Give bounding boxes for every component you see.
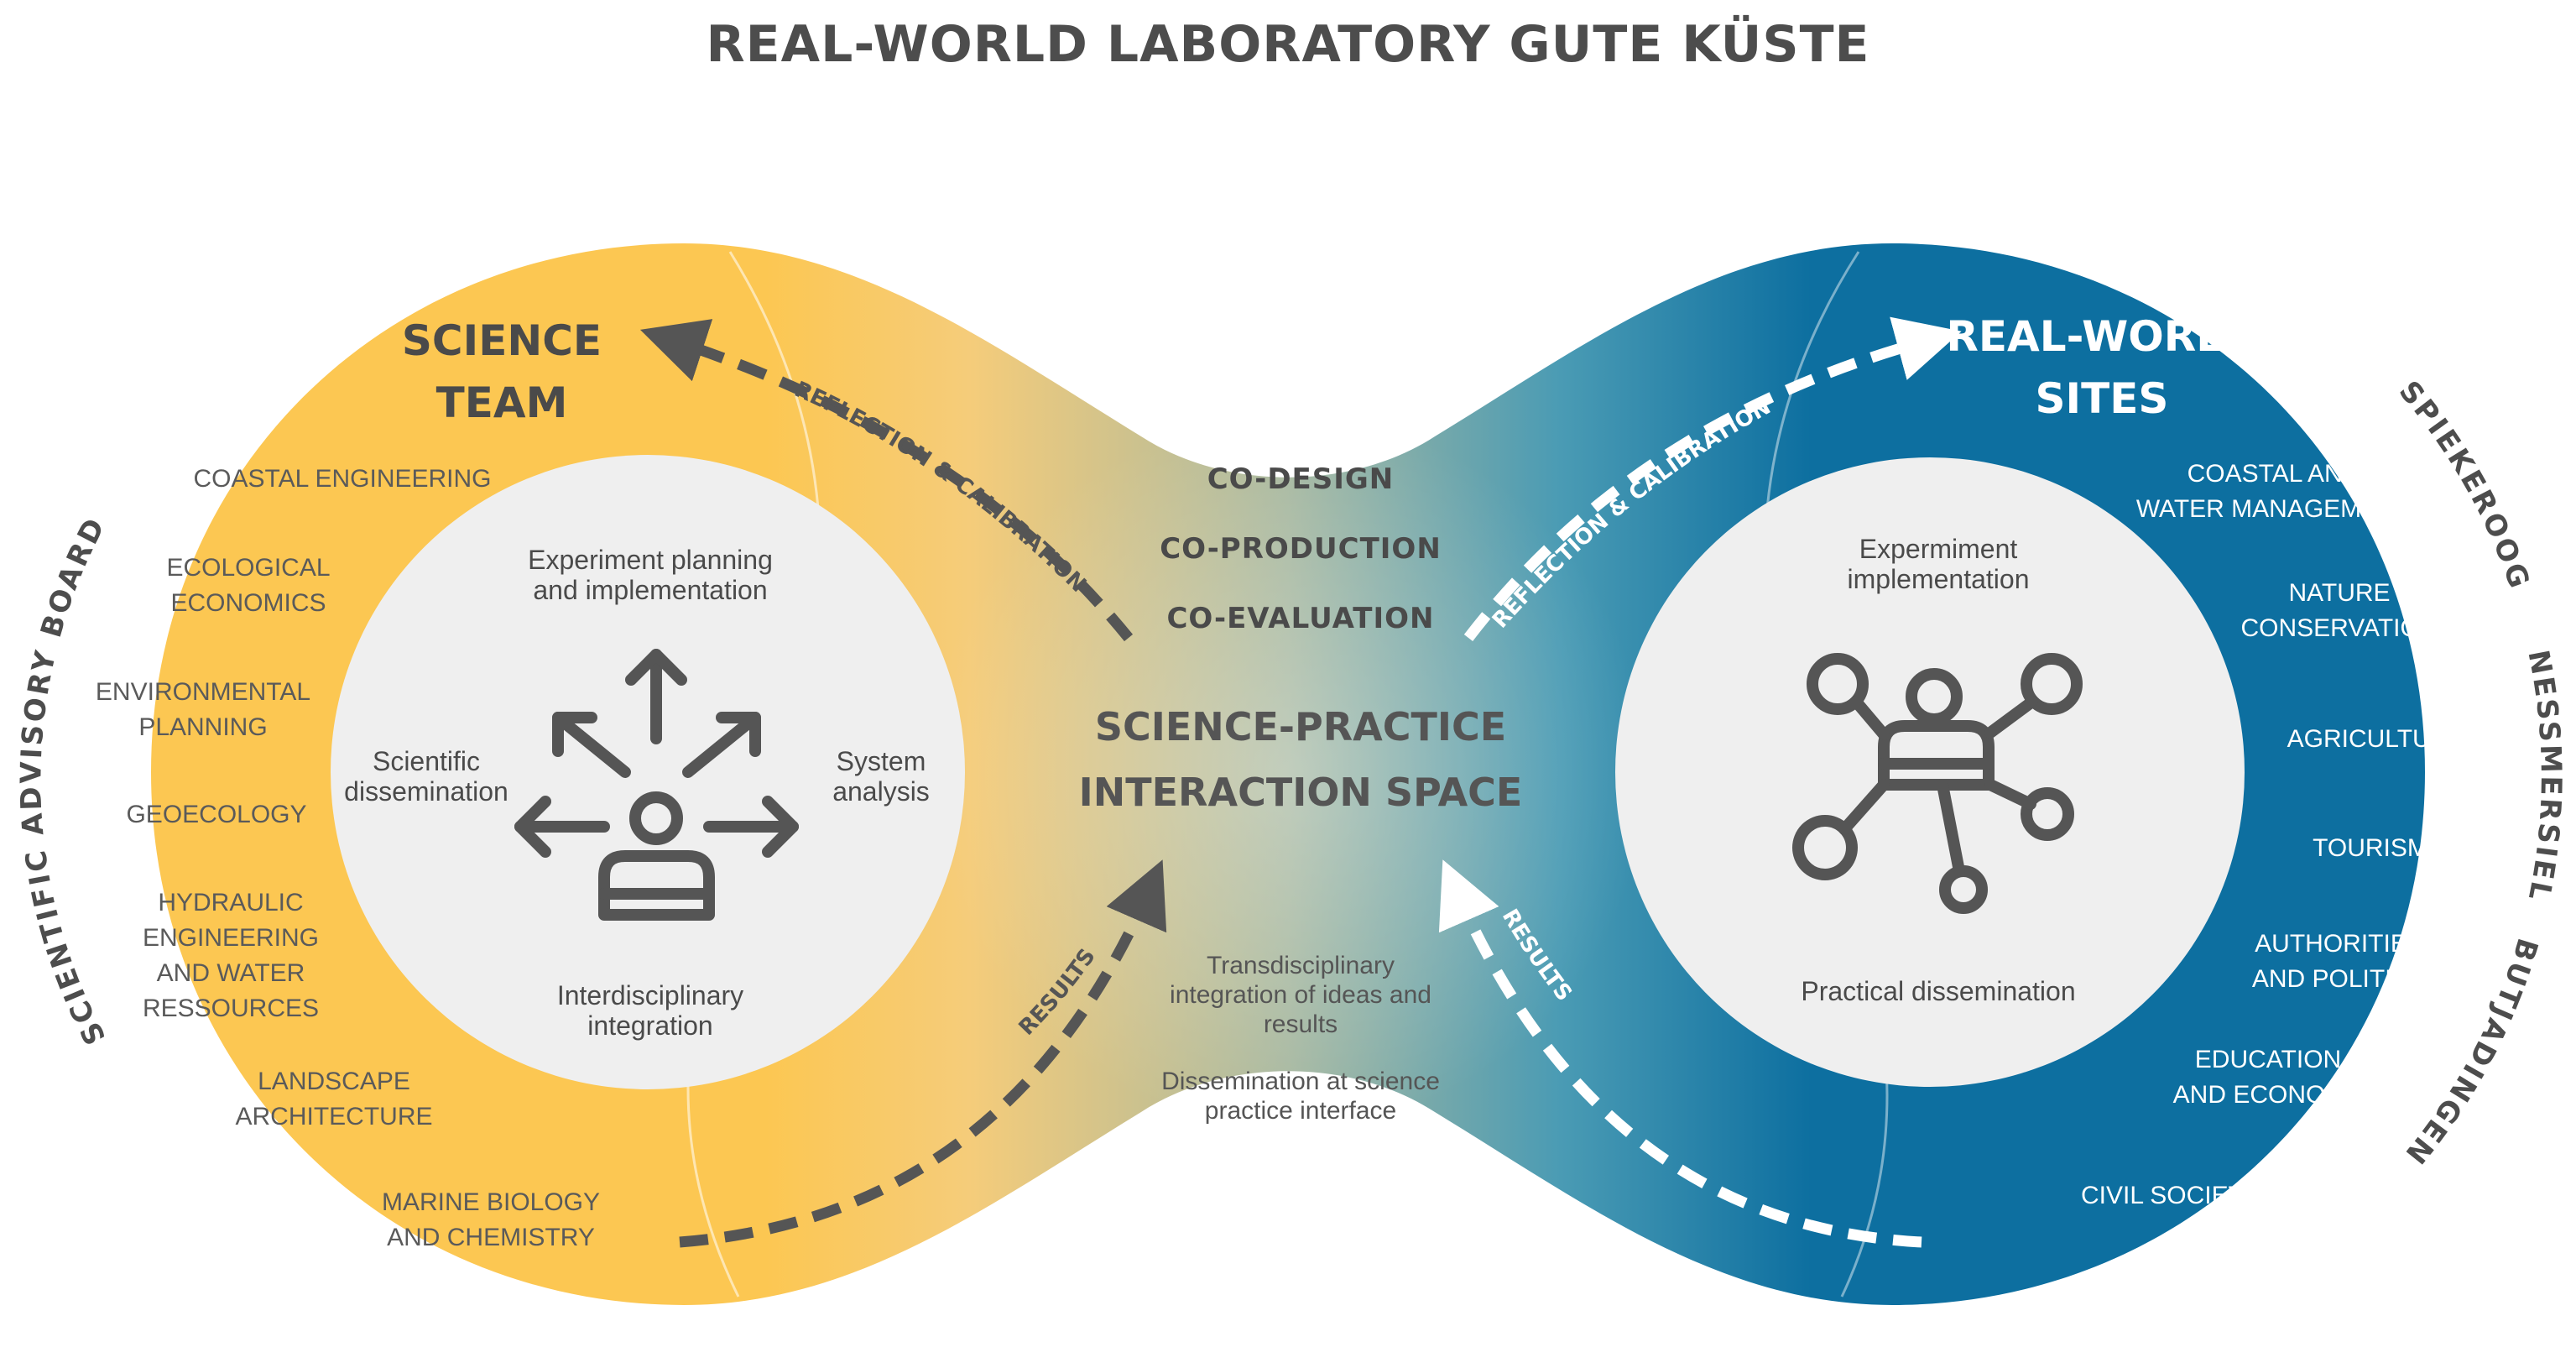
site-nessmersiel: NESSMERSIEL bbox=[2521, 647, 2565, 905]
discipline-1: COASTAL ENGINEERING bbox=[193, 465, 491, 493]
sites-inner-circle bbox=[1615, 457, 2245, 1087]
person-network-icon bbox=[1792, 653, 2083, 914]
reflection-arrow-right bbox=[1463, 316, 1962, 641]
sites-circle-bottom-label: Practical dissemination bbox=[1801, 976, 2075, 1006]
actor-7: CIVIL SOCIETY bbox=[2081, 1182, 2261, 1209]
reflection-arrow-left bbox=[639, 319, 1134, 642]
science-inner-circle bbox=[331, 455, 965, 1089]
discipline-4: GEOECOLOGY bbox=[126, 801, 306, 828]
site-nessmersiel-label: NESSMERSIEL bbox=[2521, 647, 2568, 905]
actor-3: AGRICULTURE bbox=[2287, 725, 2466, 753]
results-arrow-left bbox=[679, 859, 1167, 1248]
mode-co-design: CO-DESIGN bbox=[1207, 462, 1395, 496]
mode-co-production: CO-PRODUCTION bbox=[1160, 532, 1442, 566]
center-glow bbox=[927, 411, 1649, 1133]
person-with-arrows-icon bbox=[514, 649, 799, 921]
results-arrow-right bbox=[1438, 859, 1922, 1248]
center-group: CO-DESIGN CO-PRODUCTION CO-EVALUATION SCIEN… bbox=[1079, 462, 1523, 1125]
actor-4: TOURISM bbox=[2313, 834, 2428, 862]
scientific-advisory-board-label: SCIENTIFIC ADVISORY BOARD bbox=[14, 511, 112, 1050]
diagram-title: REAL-WORLD LABORATORY GUTE KÜSTE bbox=[706, 15, 1870, 74]
mode-co-evaluation: CO-EVALUATION bbox=[1166, 602, 1434, 635]
